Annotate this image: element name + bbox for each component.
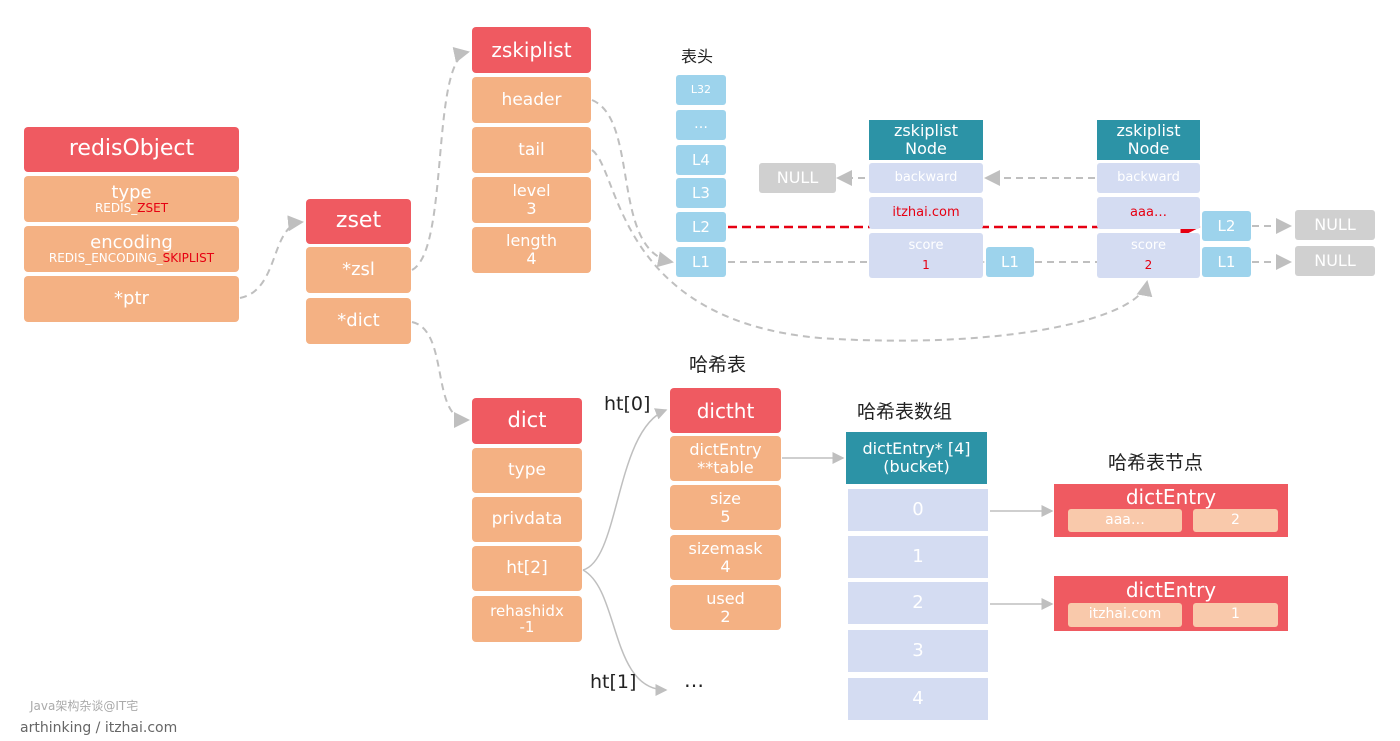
- dict-type-field: type: [472, 448, 582, 493]
- dict-title: dict: [472, 398, 582, 444]
- zsl-to-zskiplist-arrow: [411, 47, 470, 271]
- redisobject-encoding-field: encoding REDIS_ENCODING_SKIPLIST: [24, 226, 239, 272]
- dictht-table-field: dictEntry**table: [670, 436, 781, 481]
- bucket-title: dictEntry* [4](bucket): [846, 432, 987, 484]
- level-l32: L32: [676, 75, 726, 105]
- ht1-label: ht[1]: [590, 671, 637, 693]
- redisobject-ptr-field: *ptr: [24, 276, 239, 322]
- bucket-slot-3: 3: [848, 630, 988, 672]
- node1-l1: L1: [986, 247, 1034, 277]
- bucket-slot-1: 1: [848, 536, 988, 578]
- ht1-ellipsis: …: [684, 668, 704, 692]
- array-label: 哈希表数组: [857, 401, 953, 423]
- level-l2: L2: [676, 212, 726, 242]
- level-ellipsis: …: [676, 110, 726, 140]
- node2-backward: backward: [1097, 163, 1200, 193]
- level-l1: L1: [676, 247, 726, 277]
- dict-privdata-field: privdata: [472, 497, 582, 542]
- entry2-key: itzhai.com: [1068, 603, 1182, 627]
- entry1-value: 2: [1193, 509, 1278, 532]
- redisobject-type-field: type REDIS_ZSET: [24, 176, 239, 222]
- type-label: type: [111, 181, 152, 203]
- zskiplist-title: zskiplist: [472, 27, 591, 73]
- level-l3: L3: [676, 178, 726, 208]
- zset-dict-field: *dict: [306, 298, 411, 344]
- dict-ht-field: ht[2]: [472, 546, 582, 591]
- entry2-title: dictEntry: [1125, 578, 1217, 602]
- level-l4: L4: [676, 145, 726, 175]
- null-l2: NULL: [1295, 210, 1375, 240]
- entry2-value: 1: [1193, 603, 1278, 627]
- dict-to-dict-arrow: [411, 321, 470, 428]
- encoding-label: encoding: [90, 231, 173, 253]
- zset-zsl-field: *zsl: [306, 247, 411, 293]
- watermark-line2: arthinking / itzhai.com: [20, 720, 178, 736]
- bucket-slot-2: 2: [848, 582, 988, 624]
- encoding-value: REDIS_ENCODING_SKIPLIST: [48, 251, 215, 266]
- header-label: 表头: [681, 47, 714, 66]
- ht-to-ht1-line: [582, 569, 668, 696]
- dictht-title: dictht: [670, 388, 781, 433]
- node1-backward: backward: [869, 163, 983, 193]
- entry1-key: aaa…: [1068, 509, 1182, 532]
- ptr-to-zset-arrow: [239, 215, 304, 299]
- tail-to-node2-arrow: [591, 149, 1153, 342]
- node2-l1: L1: [1202, 247, 1251, 277]
- dict-rehashidx-field: rehashidx-1: [472, 596, 582, 642]
- ht0-label: ht[0]: [604, 393, 651, 415]
- node2-ele: aaa…: [1097, 197, 1200, 229]
- zskiplist-tail-field: tail: [472, 127, 591, 173]
- zskiplist-header-field: header: [472, 77, 591, 123]
- node-label: 哈希表节点: [1108, 452, 1204, 474]
- type-value: REDIS_ZSET: [94, 201, 169, 216]
- entry1-title: dictEntry: [1125, 485, 1217, 509]
- ht-to-ht0-line: [582, 408, 668, 571]
- watermark-line1: Java架构杂谈@IT宅: [30, 699, 139, 713]
- null-l1: NULL: [1295, 246, 1375, 276]
- bucket-slot-4: 4: [848, 678, 988, 720]
- node2-l2: L2: [1202, 211, 1251, 241]
- redisobject-title: redisObject: [24, 127, 239, 172]
- hashtable-label: 哈希表: [689, 354, 747, 376]
- header-to-l1-arrow: [591, 99, 674, 268]
- node1-ele: itzhai.com: [869, 197, 983, 229]
- bucket-slot-0: 0: [848, 489, 988, 531]
- zset-title: zset: [306, 199, 411, 244]
- null-backward: NULL: [759, 163, 836, 193]
